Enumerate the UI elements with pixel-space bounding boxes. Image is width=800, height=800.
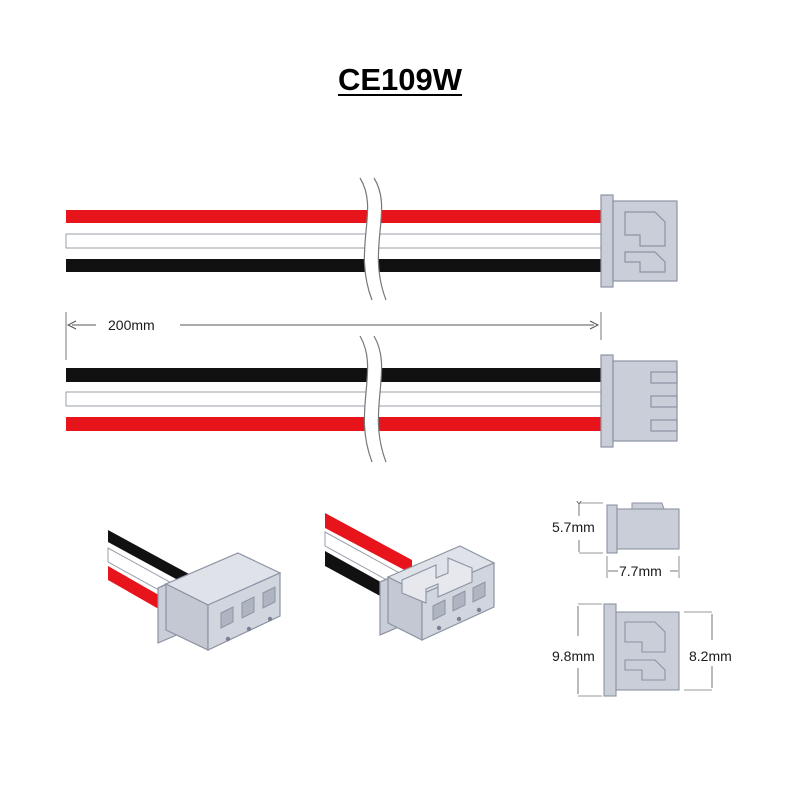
top-wire-red bbox=[66, 210, 606, 223]
cable-length-label: 200mm bbox=[108, 317, 155, 333]
bottom-wire-black bbox=[66, 368, 606, 382]
top-connector-side-view bbox=[600, 194, 678, 288]
bottom-wire-red bbox=[66, 417, 606, 431]
isometric-connector-left bbox=[107, 530, 282, 651]
connector-top-dimension-view: 9.8mm 8.2mm bbox=[552, 603, 732, 697]
bottom-connector-top-view bbox=[600, 354, 678, 448]
top-wire-white bbox=[65, 233, 607, 249]
top-cable-assembly bbox=[65, 177, 678, 301]
bottom-cable-break bbox=[360, 336, 386, 462]
bottom-wire-white bbox=[65, 391, 607, 407]
page-title: CE109W bbox=[337, 62, 463, 97]
connector-width-inner-label: 8.2mm bbox=[689, 648, 732, 664]
connector-height-label: 5.7mm bbox=[552, 519, 595, 535]
connector-depth-label: 7.7mm bbox=[619, 563, 662, 579]
connector-width-outer-label: 9.8mm bbox=[552, 648, 595, 664]
length-dimension: 200mm bbox=[65, 312, 602, 360]
connector-side-dimension-view: 5.7mm 7.7mm bbox=[552, 503, 680, 579]
bottom-cable-assembly bbox=[65, 335, 678, 463]
top-wire-black bbox=[66, 259, 606, 272]
isometric-connector-right bbox=[324, 513, 496, 641]
top-cable-break bbox=[360, 178, 386, 300]
